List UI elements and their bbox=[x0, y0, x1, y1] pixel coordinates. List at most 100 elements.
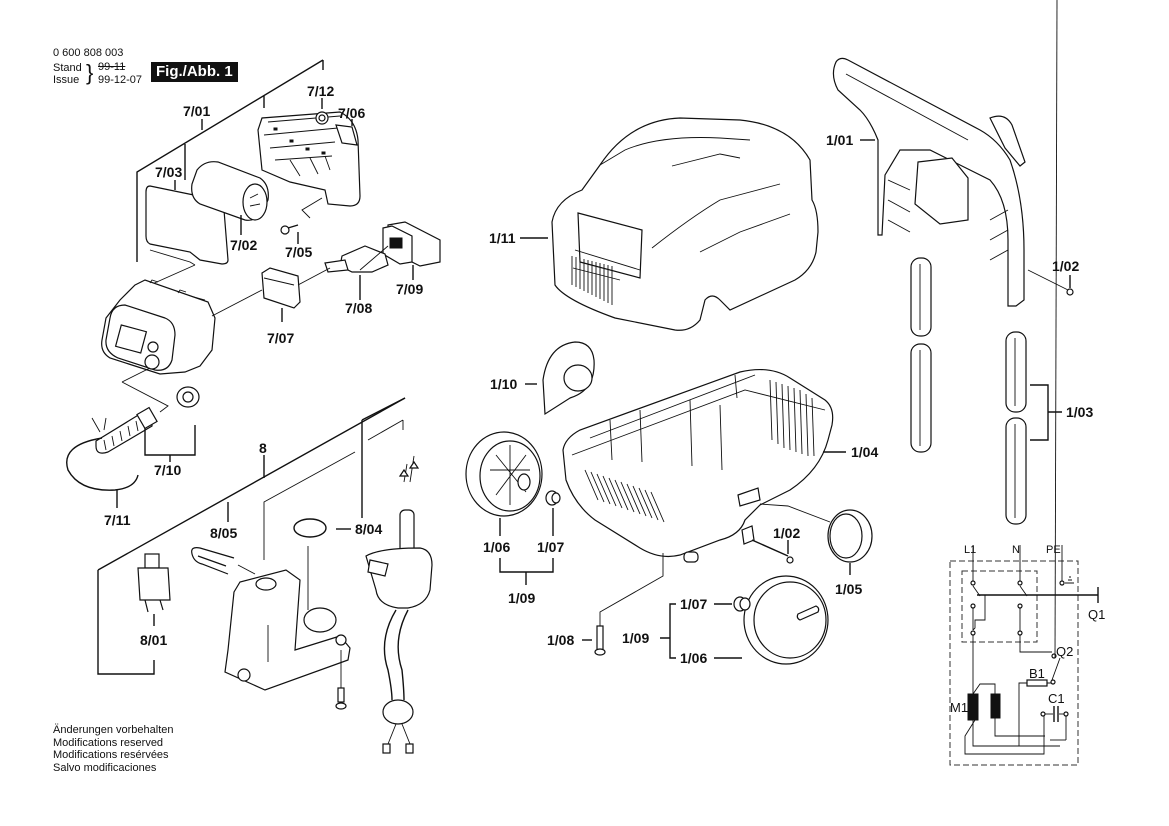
label-1-11: 1/11 bbox=[489, 230, 516, 246]
cable-leader-8 bbox=[367, 419, 404, 441]
label-7-02: 7/02 bbox=[230, 237, 257, 253]
power-cable-8 bbox=[365, 455, 433, 754]
wheel-right-1-06 bbox=[743, 575, 829, 665]
tubes-1-03 bbox=[1005, 331, 1027, 525]
handle-1-01 bbox=[832, 57, 1026, 307]
bracket-8 bbox=[97, 397, 406, 675]
label-q2: Q2 bbox=[1056, 644, 1073, 659]
group-8-assembly bbox=[97, 397, 433, 754]
motor-winding-1 bbox=[967, 693, 979, 721]
label-c1: C1 bbox=[1048, 691, 1065, 706]
bracket-8-04 bbox=[361, 397, 406, 518]
document-number: 0 600 808 003 bbox=[53, 47, 124, 59]
label-q1: Q1 bbox=[1088, 607, 1105, 622]
note-english: Modifications reserved bbox=[53, 736, 164, 749]
pin-1-02-handle bbox=[1027, 269, 1074, 296]
label-m1: M1 bbox=[950, 700, 968, 715]
label-1-06a: 1/06 bbox=[483, 539, 510, 555]
label-7-05: 7/05 bbox=[285, 244, 312, 260]
tubes-left bbox=[910, 257, 932, 453]
label-1-07b: 1/07 bbox=[680, 596, 707, 612]
label-1-07a: 1/07 bbox=[537, 539, 564, 555]
label-1-02b: 1/02 bbox=[773, 525, 800, 541]
wheel-left-1-06 bbox=[465, 431, 543, 517]
screw-1-08 bbox=[594, 625, 606, 656]
group-7-assembly bbox=[66, 59, 441, 508]
note-spanish: Salvo modificaciones bbox=[53, 761, 157, 774]
label-1-06b: 1/06 bbox=[680, 650, 707, 666]
label-7-01: 7/01 bbox=[183, 103, 210, 119]
bracket-1-09a bbox=[499, 558, 554, 585]
label-1-03: 1/03 bbox=[1066, 404, 1093, 420]
hub-right-1-07 bbox=[733, 596, 751, 612]
label-b1: B1 bbox=[1029, 666, 1045, 681]
figure-badge: Fig./Abb. 1 bbox=[151, 62, 238, 82]
ground-icon bbox=[1065, 576, 1074, 584]
o-ring-8-04 bbox=[293, 518, 327, 538]
rocker-switch-7-07 bbox=[261, 267, 301, 309]
modification-notes: Änderungen vorbehalten Modifications res… bbox=[53, 724, 173, 774]
micro-switch-8-01 bbox=[137, 553, 171, 613]
issue-label: Issue bbox=[53, 74, 80, 86]
strain-relief-7-10 bbox=[95, 386, 200, 454]
wiring-schematic: L1 N PE Q1 Q2 B1 C1 M1 bbox=[949, 0, 1105, 766]
brace-icon: } bbox=[86, 60, 94, 85]
u-clip-8-05 bbox=[191, 547, 235, 575]
cap-1-05 bbox=[827, 509, 873, 563]
motor-winding-2 bbox=[990, 693, 1001, 719]
label-7-12: 7/12 bbox=[307, 83, 334, 99]
label-7-11: 7/11 bbox=[104, 512, 131, 528]
switch-socket-7-09 bbox=[382, 221, 441, 267]
base-housing-1-04 bbox=[562, 368, 834, 563]
screw-8 bbox=[335, 650, 347, 710]
bracket-7-10 bbox=[144, 425, 196, 462]
capacitor-7-02 bbox=[191, 161, 269, 221]
label-8-04: 8/04 bbox=[355, 521, 382, 537]
note-german: Änderungen vorbehalten bbox=[53, 724, 174, 736]
cable-wires bbox=[91, 417, 107, 433]
screw-leader-7-05 bbox=[301, 197, 323, 219]
cap-leader-1-05 bbox=[759, 503, 831, 523]
relay-leader bbox=[359, 245, 389, 271]
rocker-leader bbox=[297, 267, 331, 286]
screw-7-05 bbox=[280, 224, 299, 235]
housing-cover-7-01 bbox=[257, 111, 361, 207]
label-1-10: 1/10 bbox=[490, 376, 517, 392]
cap-1-10 bbox=[542, 341, 595, 416]
pressure-switch-body bbox=[224, 569, 351, 691]
issue-date: 99-12-07 bbox=[98, 74, 143, 86]
relay-7-08 bbox=[324, 245, 389, 273]
label-1-04: 1/04 bbox=[851, 444, 878, 460]
housing-leader-8 bbox=[263, 451, 356, 560]
cable-gland-7-12 bbox=[315, 111, 329, 125]
pad-7-06 bbox=[335, 124, 358, 146]
terminal-n: N bbox=[1012, 544, 1020, 556]
clip-leader bbox=[237, 564, 256, 575]
group-1-assembly bbox=[465, 57, 1074, 665]
screw-leader-1-08 bbox=[599, 553, 664, 626]
label-7-07: 7/07 bbox=[267, 330, 294, 346]
housing-leader bbox=[211, 289, 263, 317]
label-7-08: 7/08 bbox=[345, 300, 372, 316]
gland-leader bbox=[121, 367, 169, 413]
pin-1-02-base bbox=[751, 539, 794, 564]
label-1-02a: 1/02 bbox=[1052, 258, 1079, 274]
label-1-05: 1/05 bbox=[835, 581, 862, 597]
vent-slots-1-04 bbox=[584, 379, 815, 523]
top-cover-1-11 bbox=[551, 117, 819, 331]
label-7-03: 7/03 bbox=[155, 164, 182, 180]
bracket-7-01 bbox=[136, 59, 324, 262]
label-7-09: 7/09 bbox=[396, 281, 423, 297]
label-7-10: 7/10 bbox=[154, 462, 181, 478]
bracket-1-09b bbox=[660, 603, 676, 659]
label-1-09a: 1/09 bbox=[508, 590, 535, 606]
terminal-l1: L1 bbox=[964, 544, 976, 556]
label-8-05: 8/05 bbox=[210, 525, 237, 541]
label-1-01: 1/01 bbox=[826, 132, 853, 148]
part-labels: 7/01 7/03 7/02 7/05 7/12 7/06 7/09 7/08 … bbox=[104, 83, 1093, 666]
switch-outline bbox=[961, 570, 1038, 643]
stand-value-struck: 99-11 bbox=[98, 61, 126, 73]
note-french: Modifications resérvées bbox=[53, 749, 169, 761]
label-1-09b: 1/09 bbox=[622, 630, 649, 646]
